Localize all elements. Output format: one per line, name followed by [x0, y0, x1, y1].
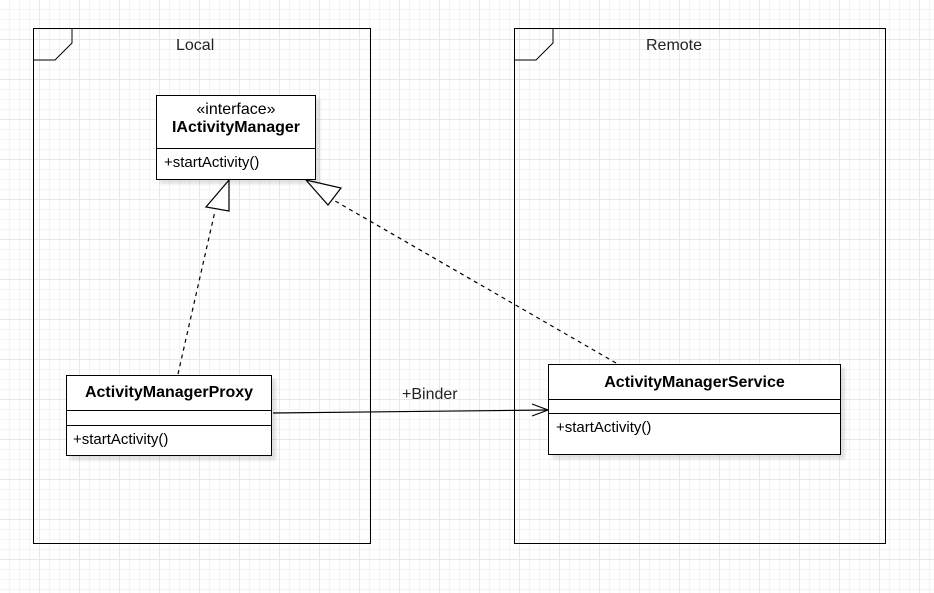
package-local-title: Local [176, 37, 215, 54]
package-remote[interactable]: Remote [514, 28, 886, 544]
proxy-realization-arrowhead [204, 178, 230, 212]
package-remote-title: Remote [646, 37, 703, 54]
service-realization-line[interactable] [329, 197, 617, 364]
class-name: ActivityManagerProxy [84, 384, 254, 401]
binder-association-line[interactable] [272, 409, 549, 414]
class-header: «interface» IActivityManager [157, 96, 315, 149]
class-header: ActivityManagerProxy [67, 376, 271, 411]
class-attributes [67, 411, 271, 426]
class-iactivity-manager[interactable]: «interface» IActivityManager +startActiv… [156, 95, 316, 180]
class-stereotype: «interface» [196, 101, 276, 118]
class-operation: +startActivity() [164, 154, 260, 171]
class-name: IActivityManager [171, 119, 301, 136]
class-operation: +startActivity() [73, 431, 169, 448]
class-operation: +startActivity() [556, 419, 652, 436]
class-activity-manager-proxy[interactable]: ActivityManagerProxy +startActivity() [66, 375, 272, 456]
class-header: ActivityManagerService [549, 365, 840, 400]
class-attributes [549, 400, 840, 414]
proxy-realization-line[interactable] [177, 210, 216, 375]
class-name: ActivityManagerService [604, 374, 785, 391]
package-tab-icon [515, 29, 554, 61]
service-realization-arrowhead [304, 179, 343, 206]
binder-label: +Binder [402, 386, 458, 403]
package-local[interactable]: Local [33, 28, 371, 544]
package-tab-icon [34, 29, 73, 61]
class-activity-manager-service[interactable]: ActivityManagerService +startActivity() [548, 364, 841, 455]
